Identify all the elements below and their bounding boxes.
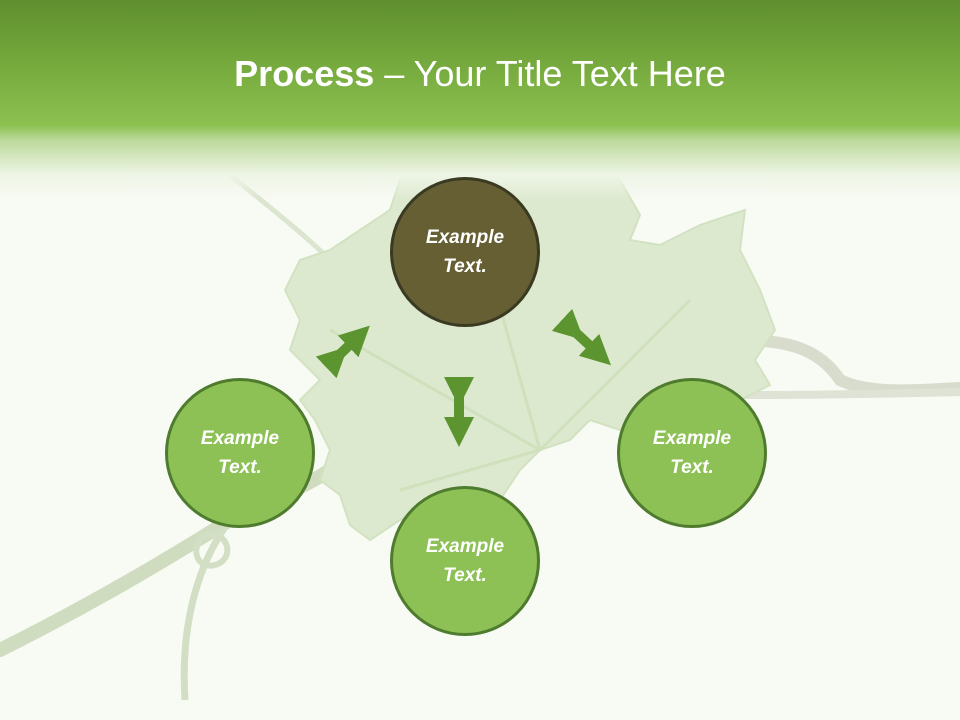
arrow-top-right <box>551 308 612 366</box>
node-label-right: Example Text. <box>652 428 732 478</box>
process-node-right[interactable]: Example Text. <box>617 378 767 528</box>
process-node-bottom[interactable]: Example Text. <box>390 486 540 636</box>
title-rest: – Your Title Text Here <box>374 53 726 94</box>
title-bold: Process <box>234 53 375 94</box>
process-node-top[interactable]: Example Text. <box>390 177 540 327</box>
process-node-left[interactable]: Example Text. <box>165 378 315 528</box>
title-banner: Process – Your Title Text Here <box>0 0 960 200</box>
arrow-top-left <box>315 325 370 379</box>
node-label-top: Example Text. <box>425 227 505 277</box>
node-label-left: Example Text. <box>200 428 280 478</box>
node-label-bottom: Example Text. <box>425 536 505 586</box>
slide-title: Process – Your Title Text Here <box>0 52 960 96</box>
